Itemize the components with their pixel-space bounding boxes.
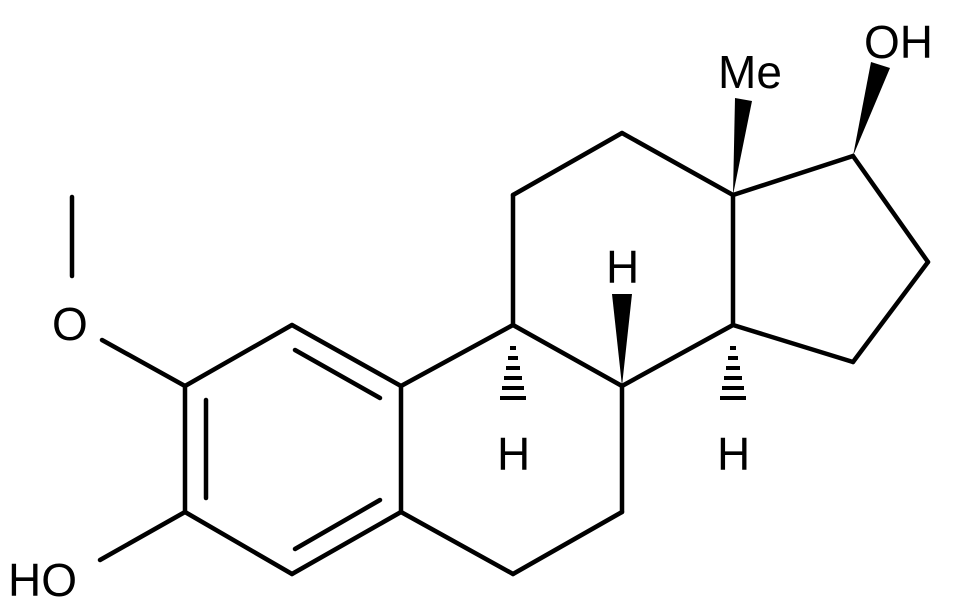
wedge-bond-c13-methyl xyxy=(733,98,752,195)
bond-c7-c6 xyxy=(510,509,625,577)
bond-c1-c2 xyxy=(182,322,295,389)
label-hydrogen-c9: H xyxy=(497,428,530,480)
label-hydroxyl-top: OH xyxy=(864,16,933,68)
hash-bond-c9-h xyxy=(500,346,526,400)
ring-d xyxy=(730,153,931,365)
bond-c16-c15 xyxy=(850,259,931,365)
label-hydroxyl-bottom: HO xyxy=(8,554,77,606)
bond-c10-c9 xyxy=(398,322,516,389)
bond-c12-c13 xyxy=(619,130,736,198)
bond-c14-c8 xyxy=(619,322,736,389)
double-bond-c4-c5-inner xyxy=(292,497,383,552)
ring-c xyxy=(510,130,736,389)
label-methyl: Me xyxy=(718,46,782,98)
bond-c13-c17 xyxy=(730,153,856,198)
wedge-bond-c8-h xyxy=(612,294,632,386)
bond-c4-c5 xyxy=(289,509,404,577)
bond-c6-c5 xyxy=(398,509,516,577)
bond-c2-o-methoxy xyxy=(99,337,188,389)
bond-c10-c1 xyxy=(289,322,404,389)
bond-c11-c12 xyxy=(510,130,625,198)
label-methoxy-oxygen: O xyxy=(52,298,88,350)
atom-labels: OH Me O HO H H H xyxy=(8,16,933,606)
bond-c9-c8 xyxy=(510,322,625,389)
label-hydrogen-c8: H xyxy=(606,241,639,293)
wedge-bond-c17-oh xyxy=(853,62,890,156)
label-hydrogen-c14: H xyxy=(717,428,750,480)
bond-c17-c16 xyxy=(850,153,931,265)
bond-c3-oh xyxy=(97,509,188,563)
bond-c15-c14 xyxy=(730,322,856,365)
hash-bond-c14-h xyxy=(720,346,746,400)
ring-a-aromatic xyxy=(182,322,404,577)
ring-b xyxy=(398,322,625,577)
substituents xyxy=(69,62,890,563)
double-bond-c1-c10-inner xyxy=(292,347,383,401)
bond-c3-c4 xyxy=(182,509,295,577)
